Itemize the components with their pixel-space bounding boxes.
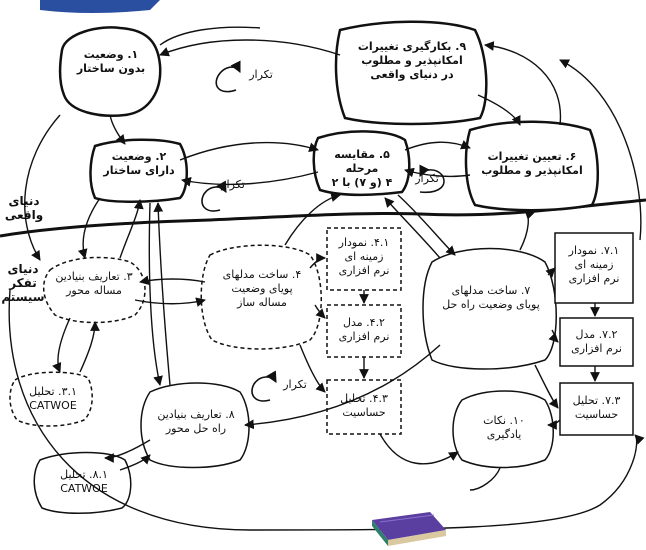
node-43-label: ۴.۳. تحلیل حساسیت	[340, 392, 388, 419]
node-1-label: ۱. وضعیت بدون ساختار	[76, 48, 146, 75]
node-6-label: ۶. تعیین تغییرات امکانپذیر و مطلوب	[481, 150, 583, 177]
book-icon	[372, 512, 446, 546]
node-8-label: ۸. تعاریف بنیادین راه حل محور	[157, 408, 235, 435]
node-5-shape	[312, 130, 411, 197]
iteration-loop-glyphs	[201, 60, 445, 402]
node-10-shape	[452, 390, 554, 469]
node-7-shape	[422, 247, 557, 370]
node-41-shape	[326, 227, 402, 291]
node-1-shape	[58, 26, 162, 117]
header-fragment	[40, 0, 160, 13]
loop-label-mid: تکرار	[221, 178, 245, 191]
node-73-shape	[559, 382, 634, 436]
node-4-shape	[200, 244, 322, 350]
loop-glyph-bottom	[251, 370, 277, 402]
node-71-label: ۷.۱. نمودار زمینه ای نرم افزاری	[568, 244, 620, 285]
loop-glyph-top	[215, 60, 241, 93]
node-73-label: ۷.۳. تحلیل حساسیت	[572, 394, 621, 421]
node-72-shape	[559, 317, 634, 367]
loop-label-top: تکرار	[249, 68, 273, 81]
region-label-systems-thinking: دنیای تفکر سیستم	[1, 262, 45, 304]
node-43-shape	[326, 379, 402, 435]
node-72-label: ۷.۲. مدل نرم افزاری	[571, 328, 622, 355]
node-7-label: ۷. ساخت مدلهای پویای وضعیت راه حل	[442, 284, 540, 311]
node-42-shape	[326, 304, 402, 358]
node-5-label: ۵. مقایسه مرحله ۴ (و ۷) با ۲	[331, 148, 393, 189]
node-3-shape	[43, 256, 146, 324]
node-31-label: ۳.۱. تحلیل CATWOE	[29, 385, 77, 412]
node-4-label: ۴. ساخت مدلهای پویای وضعیت مساله ساز	[222, 268, 302, 309]
node-2-shape	[89, 138, 188, 203]
node-81-shape	[33, 451, 132, 514]
node-9-shape	[334, 20, 488, 126]
node-10-label: ۱۰. نکات یادگیری	[483, 414, 525, 441]
node-42-label: ۴.۲. مدل نرم افزاری	[338, 316, 390, 343]
node-9-label: ۹. بکارگیری تغییرات امکانپذیر و مطلوب در…	[357, 40, 467, 81]
node-41-label: ۴.۱. نمودار زمینه ای نرم افزاری	[338, 236, 390, 277]
loop-glyph-right	[419, 164, 445, 194]
region-label-real-world: دنیای واقعی	[4, 194, 44, 222]
node-81-label: ۸.۱. تحلیل CATWOE	[60, 468, 108, 495]
loop-label-bottom: تکرار	[283, 378, 307, 391]
node-8-shape	[140, 382, 250, 469]
loop-glyph-mid	[201, 180, 227, 212]
node-2-label: ۲. وضعیت دارای ساختار	[103, 150, 175, 177]
node-3-label: ۳. تعاریف بنیادین مساله محور	[55, 270, 133, 297]
connector-arrows	[8, 26, 645, 531]
loop-label-right: تکرار	[415, 172, 439, 185]
node-6-shape	[464, 120, 600, 212]
